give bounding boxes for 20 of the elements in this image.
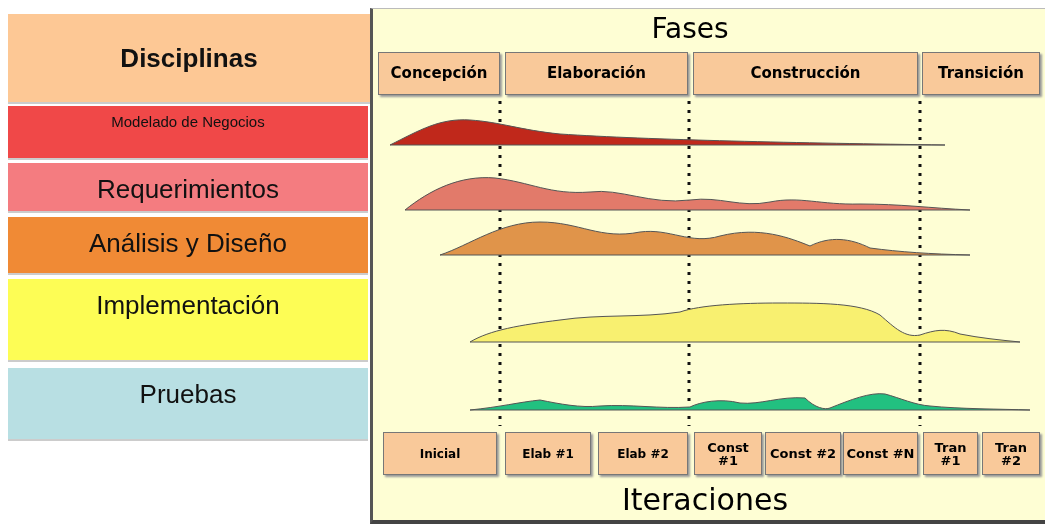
iteration-box: Const #2	[765, 432, 841, 475]
discipline-box: Requerimientos	[8, 163, 368, 213]
section-heading: Fases	[651, 12, 729, 45]
iteration-box: Tran #1	[923, 432, 978, 475]
discipline-box: Análisis y Diseño	[8, 217, 368, 275]
iteration-box: Elab #1	[505, 432, 591, 475]
iteration-box: Const #N	[843, 432, 918, 475]
phase-box: Construcción	[693, 52, 918, 95]
phase-box: Transición	[922, 52, 1040, 95]
iteration-box: Inicial	[383, 432, 497, 475]
phase-box: Concepción	[378, 52, 500, 95]
discipline-box: Implementación	[8, 279, 368, 362]
phase-box: Elaboración	[505, 52, 688, 95]
iteration-box: Tran #2	[982, 432, 1040, 475]
discipline-box: Modelado de Negocios	[8, 106, 368, 160]
iteration-box: Elab #2	[598, 432, 688, 475]
header-box: Disciplinas	[8, 14, 370, 104]
iteration-box: Const #1	[694, 432, 762, 475]
discipline-box: Pruebas	[8, 368, 368, 441]
axis-title: Iteraciones	[621, 482, 789, 517]
